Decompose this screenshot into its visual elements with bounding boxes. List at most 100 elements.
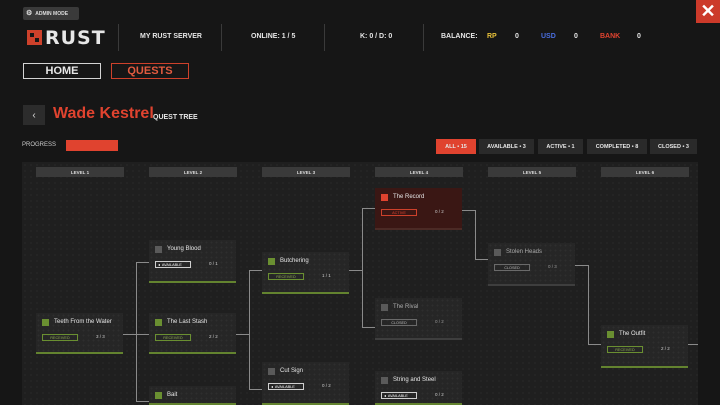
quest-status-label: AVAILABLE — [274, 384, 295, 389]
completed-checkbox — [268, 258, 275, 265]
quest-progress: 0 / 2 — [435, 319, 444, 324]
home-button[interactable]: HOME — [23, 63, 101, 79]
quest-name: The Record — [393, 194, 425, 200]
quest-status: RECEIVED — [268, 273, 304, 280]
quest-card[interactable]: Stolen Heads CLOSED 0 / 3 — [488, 243, 575, 286]
quest-card[interactable]: Butchering RECEIVED 1 / 1 — [262, 252, 349, 294]
gear-icon: ⚙ — [26, 10, 33, 17]
rp-value: 0 — [515, 33, 519, 40]
quest-progress: 2 / 2 — [661, 346, 670, 351]
quest-tree-area[interactable] — [22, 162, 698, 405]
quests-button[interactable]: QUESTS — [111, 63, 189, 79]
completed-checkbox — [607, 331, 614, 338]
quest-card[interactable]: The Record ACTIVE 0 / 2 — [375, 188, 462, 230]
arrow-left-icon: ◂ — [384, 394, 386, 398]
quest-status: ◂AVAILABLE — [155, 261, 191, 268]
kill-death-count: K: 0 / D: 0 — [360, 33, 393, 40]
quest-status: ◂AVAILABLE — [268, 383, 304, 390]
connector-line — [362, 327, 375, 328]
filter-active[interactable]: ACTIVE • 1 — [538, 139, 583, 154]
quest-card[interactable]: String and Steel ◂AVAILABLE 0 / 2 — [375, 371, 462, 405]
connector-line — [588, 344, 601, 345]
filter-all[interactable]: ALL • 15 — [436, 139, 476, 154]
quest-name: Butchering — [280, 258, 309, 264]
connector-line — [249, 270, 262, 271]
connector-line — [688, 344, 698, 345]
quest-name: String and Steel — [393, 377, 436, 383]
level-header: LEVEL 4 — [375, 167, 463, 177]
quest-card[interactable]: Cut Sign ◂AVAILABLE 0 / 2 — [262, 362, 349, 405]
server-name: MY RUST SERVER — [140, 33, 202, 40]
back-button[interactable]: ‹ — [23, 105, 45, 125]
connector-line — [123, 334, 136, 335]
header-divider — [423, 24, 424, 51]
arrow-left-icon: ◂ — [158, 263, 160, 267]
quest-name: Bait — [167, 392, 178, 398]
quest-status: CLOSED — [494, 264, 530, 271]
quest-checkbox — [381, 377, 388, 384]
completed-checkbox — [155, 319, 162, 326]
filter-completed[interactable]: COMPLETED • 8 — [587, 139, 647, 154]
page-subtitle: QUEST TREE — [153, 114, 198, 121]
close-button[interactable]: ✕ — [696, 0, 720, 23]
quest-checkbox — [381, 304, 388, 311]
quest-checkbox — [155, 246, 162, 253]
quest-card[interactable]: The Outfit RECEIVED 2 / 2 — [601, 325, 688, 368]
level-header: LEVEL 1 — [36, 167, 124, 177]
admin-mode-badge[interactable]: ⚙ ADMIN MODE — [23, 7, 79, 20]
connector-line — [362, 208, 363, 328]
connector-line — [136, 262, 137, 402]
connector-line — [475, 259, 488, 260]
bank-value: 0 — [637, 33, 641, 40]
connector-line — [136, 334, 149, 335]
rust-logo-icon — [27, 30, 42, 45]
quest-card[interactable]: The Rival CLOSED 0 / 2 — [375, 298, 462, 340]
filter-closed[interactable]: CLOSED • 3 — [650, 139, 697, 154]
header-divider — [324, 24, 325, 51]
connector-line — [136, 401, 149, 402]
admin-mode-label: ADMIN MODE — [35, 10, 69, 17]
quest-name: The Outfit — [619, 331, 646, 337]
quest-status-label: AVAILABLE — [161, 262, 182, 267]
progress-label: PROGRESS — [22, 142, 57, 148]
quest-card[interactable]: Teeth From the Water RECEIVED 3 / 3 — [36, 313, 123, 354]
quest-name: Teeth From the Water — [54, 319, 112, 325]
level-header: LEVEL 2 — [149, 167, 237, 177]
header-divider — [118, 24, 119, 51]
level-header: LEVEL 6 — [601, 167, 689, 177]
filter-available[interactable]: AVAILABLE • 3 — [479, 139, 534, 154]
connector-line — [462, 210, 475, 211]
quest-checkbox — [494, 249, 501, 256]
level-header: LEVEL 5 — [488, 167, 576, 177]
connector-line — [588, 265, 589, 345]
quest-progress: 0 / 2 — [435, 392, 444, 397]
connector-line — [249, 270, 250, 390]
quest-status: CLOSED — [381, 319, 417, 326]
logo-text: RUST — [45, 26, 106, 49]
connector-line — [475, 210, 476, 260]
quest-card[interactable]: The Last Stash RECEIVED 2 / 2 — [149, 313, 236, 354]
quest-name: The Last Stash — [167, 319, 208, 325]
quest-card[interactable]: Bait — [149, 386, 236, 405]
balance-label: BALANCE: — [441, 33, 478, 40]
header-divider — [221, 24, 222, 51]
connector-line — [249, 389, 262, 390]
quest-progress: 0 / 1 — [209, 261, 218, 266]
connector-line — [349, 270, 362, 271]
connector-line — [575, 265, 588, 266]
usd-value: 0 — [574, 33, 578, 40]
connector-line — [362, 208, 375, 209]
quest-progress: 0 / 3 — [548, 264, 557, 269]
active-checkbox — [381, 194, 388, 201]
progress-bar — [66, 140, 118, 151]
quest-name: The Rival — [393, 304, 419, 310]
connector-line — [236, 334, 249, 335]
completed-checkbox — [42, 319, 49, 326]
quest-name: Young Blood — [167, 246, 201, 252]
usd-label: USD — [541, 33, 556, 40]
level-header: LEVEL 3 — [262, 167, 350, 177]
quest-progress: 2 / 2 — [209, 334, 218, 339]
quest-status-label: AVAILABLE — [387, 393, 408, 398]
rp-label: RP — [487, 33, 497, 40]
quest-card[interactable]: Young Blood ◂AVAILABLE 0 / 1 — [149, 240, 236, 283]
